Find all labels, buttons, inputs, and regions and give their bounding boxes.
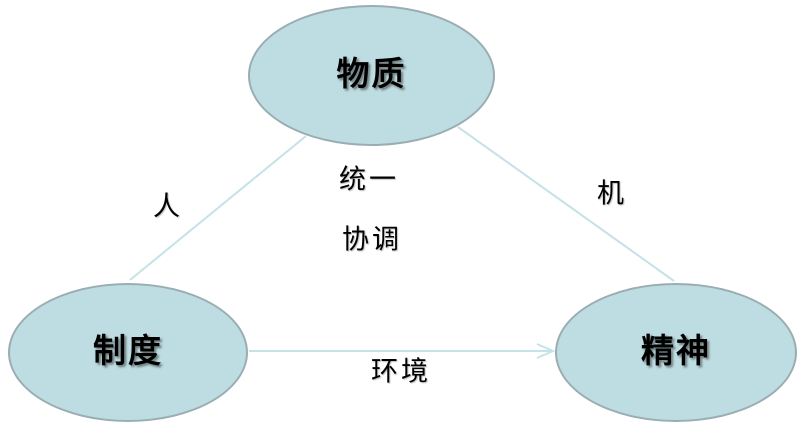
edge-label-bottom: 环境 xyxy=(371,356,431,387)
node-institution[interactable]: 制度 xyxy=(8,283,248,422)
node-material[interactable]: 物质 xyxy=(248,5,495,146)
node-spirit[interactable]: 精神 xyxy=(555,283,797,422)
center-label-bottom: 协调 xyxy=(342,224,402,255)
connector-material-spirit xyxy=(457,126,675,282)
node-spirit-label: 精神 xyxy=(641,334,711,370)
center-label-top: 统一 xyxy=(339,164,399,195)
edge-label-left: 人 xyxy=(153,191,183,222)
edge-label-right: 机 xyxy=(597,178,627,209)
node-institution-label: 制度 xyxy=(93,334,163,370)
node-material-label: 物质 xyxy=(336,57,407,93)
arrowhead-icon xyxy=(536,343,556,359)
connector-material-institution xyxy=(129,135,307,281)
